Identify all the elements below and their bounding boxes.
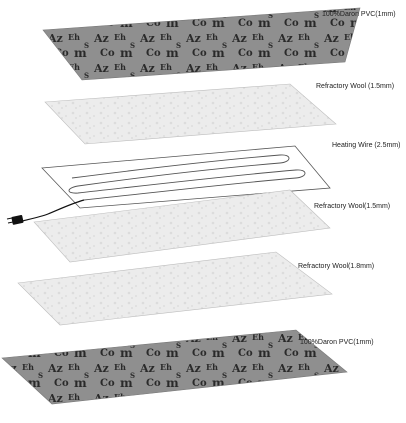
- wool-3-sheet: [17, 251, 333, 326]
- wool-3-label: Refractory Wool(1.8mm): [298, 263, 374, 270]
- power-cable: [21, 199, 85, 222]
- top-pvc-sheet: [42, 7, 361, 81]
- wool-1-label: Refractory Wool (1.5mm): [316, 83, 394, 90]
- layer-top-pvc: 100%Daron PVC(1mm): [42, 7, 396, 81]
- bottom-pvc-label: 100%Daron PVC(1mm): [300, 339, 374, 346]
- wool-2-sheet: [33, 189, 331, 263]
- layer-wool-2: Refractory Wool(1.5mm): [33, 189, 390, 263]
- heating-wire-label: Heating Wire (2.5mm): [332, 142, 400, 149]
- layer-bottom-pvc: 100%Daron PVC(1mm): [1, 329, 374, 405]
- wool-1-sheet: [44, 83, 337, 145]
- plug-pin-1: [6, 217, 13, 220]
- layer-heating-wire: Heating Wire (2.5mm): [6, 142, 400, 225]
- layer-wool-1: Refractory Wool (1.5mm): [44, 83, 394, 145]
- top-pvc-label: 100%Daron PVC(1mm): [322, 11, 396, 18]
- power-plug: [11, 215, 24, 225]
- layer-wool-3: Refractory Wool(1.8mm): [17, 251, 374, 326]
- plug-pin-2: [7, 221, 14, 224]
- heating-wire-coil: [68, 154, 306, 201]
- heating-wire-frame: [41, 145, 331, 209]
- bottom-pvc-sheet: [1, 329, 348, 405]
- wool-2-label: Refractory Wool(1.5mm): [314, 203, 390, 210]
